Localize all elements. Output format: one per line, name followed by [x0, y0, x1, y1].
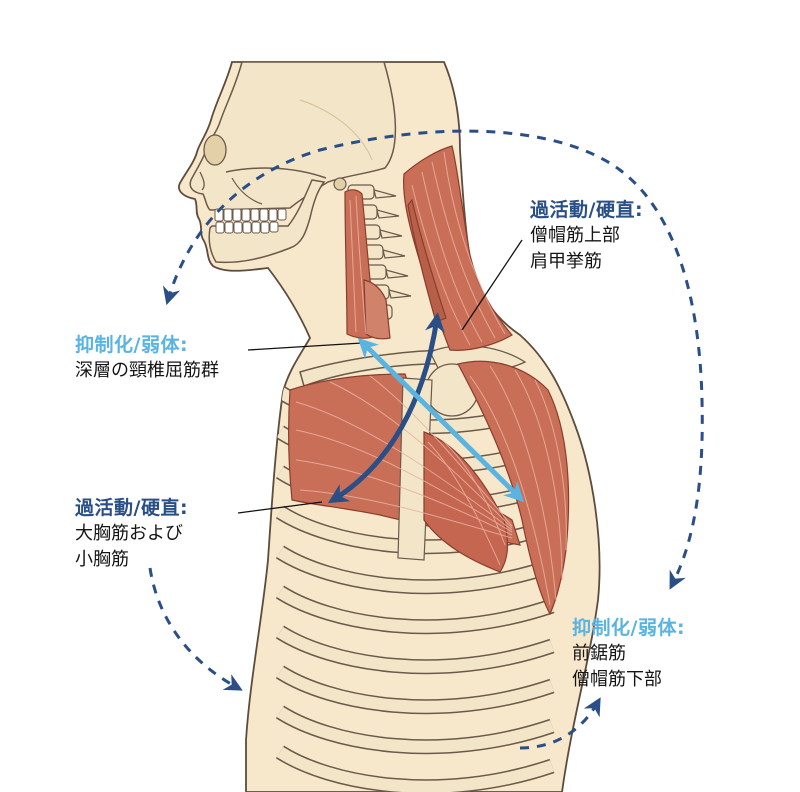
nasal-aperture [199, 171, 205, 191]
dashed-arc-lower-left [148, 567, 243, 691]
dashed-arc-lower-right [519, 697, 601, 750]
label-lower-left-line-2: 小胸筋 [75, 549, 129, 570]
cranium [189, 61, 397, 211]
label-upper-right-title: 過活動/硬直: [530, 199, 644, 221]
label-upper-left: 抑制化/弱体: 深層の頸椎屈筋群 [75, 332, 219, 384]
dashed-arc-top [162, 129, 704, 590]
rib [276, 666, 554, 713]
label-upper-left-title: 抑制化/弱体: [75, 334, 189, 356]
label-upper-right-line-1: 僧帽筋上部 [530, 225, 620, 246]
maxilla-line [231, 177, 263, 205]
dashed-cycle-arrows [148, 129, 704, 750]
mandible [208, 179, 326, 264]
label-lower-right-line-2: 僧帽筋下部 [572, 669, 662, 690]
label-upper-left-line-1: 深層の頸椎屈筋群 [75, 360, 219, 381]
ear-canal [333, 177, 347, 191]
skull-suture [299, 99, 373, 161]
label-upper-right-line-2: 肩甲挙筋 [530, 251, 602, 272]
label-lower-left: 過活動/硬直: 大胸筋および 小胸筋 [75, 495, 188, 573]
rib [276, 746, 554, 792]
rib [276, 706, 554, 753]
rib [276, 586, 554, 633]
rib [276, 626, 554, 673]
label-lower-right: 抑制化/弱体: 前鋸筋 僧帽筋下部 [572, 615, 685, 693]
label-lower-right-title: 抑制化/弱体: [572, 617, 686, 639]
skull [189, 61, 397, 264]
label-lower-left-title: 過活動/硬直: [75, 497, 189, 519]
eye-orbit [203, 134, 227, 166]
label-lower-right-line-1: 前鋸筋 [572, 643, 626, 664]
teeth [214, 208, 287, 234]
label-upper-right: 過活動/硬直: 僧帽筋上部 肩甲挙筋 [530, 197, 643, 275]
label-lower-left-line-1: 大胸筋および [75, 523, 183, 544]
